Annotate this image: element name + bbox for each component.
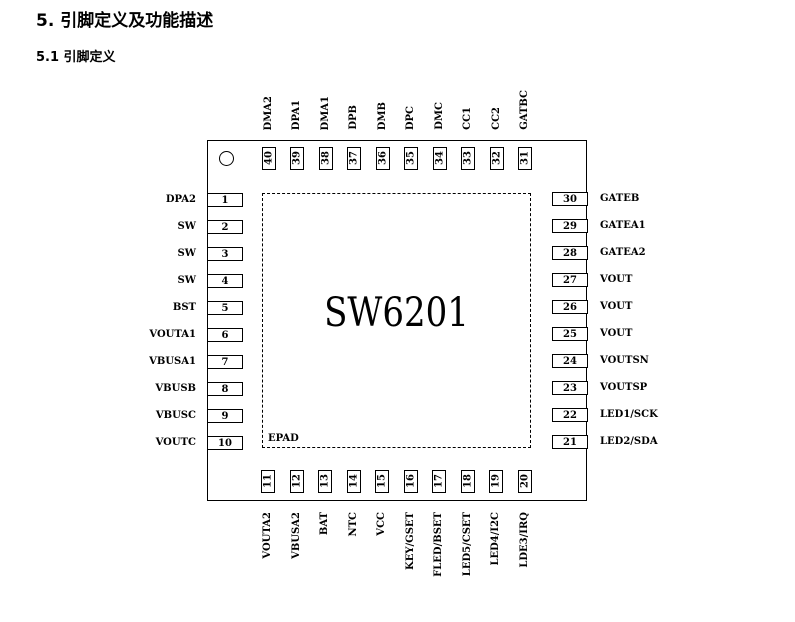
pin-number: 12: [289, 470, 304, 493]
pin-number: 30: [552, 192, 588, 206]
pin-label: VBUSA2: [290, 512, 302, 559]
section-heading: 5. 引脚定义及功能描述: [36, 11, 214, 31]
pin-label: BAT: [319, 512, 330, 536]
subsection-heading: 5.1 引脚定义: [36, 50, 116, 65]
pin-label: VOUT: [600, 274, 633, 285]
pin-label: GATBC: [519, 90, 530, 130]
pin-label: KEY/GSET: [404, 512, 416, 570]
pin-number: 4: [207, 274, 243, 288]
pin-number: 13: [318, 470, 332, 493]
pin-label: SW: [177, 275, 196, 286]
pin-number: 23: [552, 381, 588, 395]
pin-label: DMB: [376, 101, 388, 130]
pin-label: LDE3/IRQ: [518, 512, 530, 568]
epad-label: EPAD: [268, 433, 299, 444]
pin-number: 31: [518, 147, 532, 170]
pin-label: VBUSC: [155, 410, 196, 421]
pin-label: GATEA2: [600, 247, 646, 258]
pin-number: 16: [403, 470, 418, 493]
pin-label: LED2/SDA: [600, 436, 658, 447]
pin-number: 33: [461, 147, 475, 170]
pin-label: DMC: [433, 102, 445, 130]
pin-number: 40: [261, 147, 276, 170]
pin-label: LED4/I2C: [490, 512, 501, 566]
pin-label: VOUTSN: [600, 355, 649, 366]
pin-number: 19: [489, 470, 503, 493]
pin-number: 29: [552, 219, 588, 233]
pin-number: 26: [552, 300, 588, 314]
pin-number: 20: [517, 470, 532, 493]
pin-label: NTC: [347, 512, 359, 537]
pin-number: 6: [207, 328, 243, 342]
pin-number: 15: [375, 470, 389, 493]
pin-label: VOUT: [600, 301, 633, 312]
pin-number: 38: [318, 147, 333, 170]
pin-number: 37: [347, 147, 361, 170]
pin-label: VOUTA1: [149, 329, 196, 340]
pin-number: 1: [207, 193, 243, 207]
pin-number: 11: [261, 470, 275, 493]
pin1-marker: [219, 151, 234, 166]
pin-label: VBUSB: [155, 383, 196, 394]
pin-number: 25: [552, 327, 588, 341]
pin-number: 32: [489, 147, 504, 170]
pin-number: 8: [207, 382, 243, 396]
pin-number: 3: [207, 247, 243, 261]
pin-label: DPB: [348, 105, 359, 130]
pin-label: LED1/SCK: [600, 409, 658, 420]
pin-number: 18: [460, 470, 475, 493]
chip-outline: [207, 140, 587, 501]
pin-label: VOUTSP: [600, 382, 648, 393]
pin-label: VOUTC: [155, 437, 196, 448]
pin-label: VOUTA2: [262, 512, 273, 559]
pin-label: GATEB: [600, 193, 640, 204]
pin-number: 9: [207, 409, 243, 423]
pin-number: 7: [207, 355, 243, 369]
pin-label: DPC: [405, 105, 416, 130]
pin-label: DMA2: [262, 95, 274, 130]
pin-number: 21: [552, 435, 588, 449]
pin-number: 28: [552, 246, 588, 260]
pin-number: 5: [207, 301, 243, 315]
pin-label: LED5/CSET: [461, 512, 473, 577]
pin-number: 24: [552, 354, 588, 368]
pin-number: 14: [346, 470, 361, 493]
pin-label: GATEA1: [600, 220, 646, 231]
pin-number: 17: [432, 470, 446, 493]
pin-label: DPA1: [291, 99, 302, 130]
pin-label: SW: [177, 248, 196, 259]
pin-label: VCC: [376, 512, 387, 536]
pin-label: SW: [177, 221, 196, 232]
pin-label: BST: [172, 302, 196, 313]
pin-label: VOUT: [600, 328, 633, 339]
pin-number: 36: [375, 147, 390, 170]
pin-label: DMA1: [319, 95, 331, 130]
pin-label: CC1: [462, 107, 473, 130]
chip-name: SW6201: [324, 290, 469, 336]
pin-number: 22: [552, 408, 588, 422]
pin-label: DPA2: [165, 194, 196, 205]
pin-number: 27: [552, 273, 588, 287]
pin-label: VBUSA1: [149, 356, 196, 367]
pin-label: CC2: [490, 107, 502, 130]
pin-number: 35: [404, 147, 418, 170]
exposed-pad: [262, 193, 531, 448]
pin-number: 2: [207, 220, 243, 234]
pin-number: 10: [207, 436, 243, 450]
pin-number: 39: [290, 147, 304, 170]
pin-number: 34: [432, 147, 447, 170]
pin-label: FLED/BSET: [433, 512, 444, 577]
